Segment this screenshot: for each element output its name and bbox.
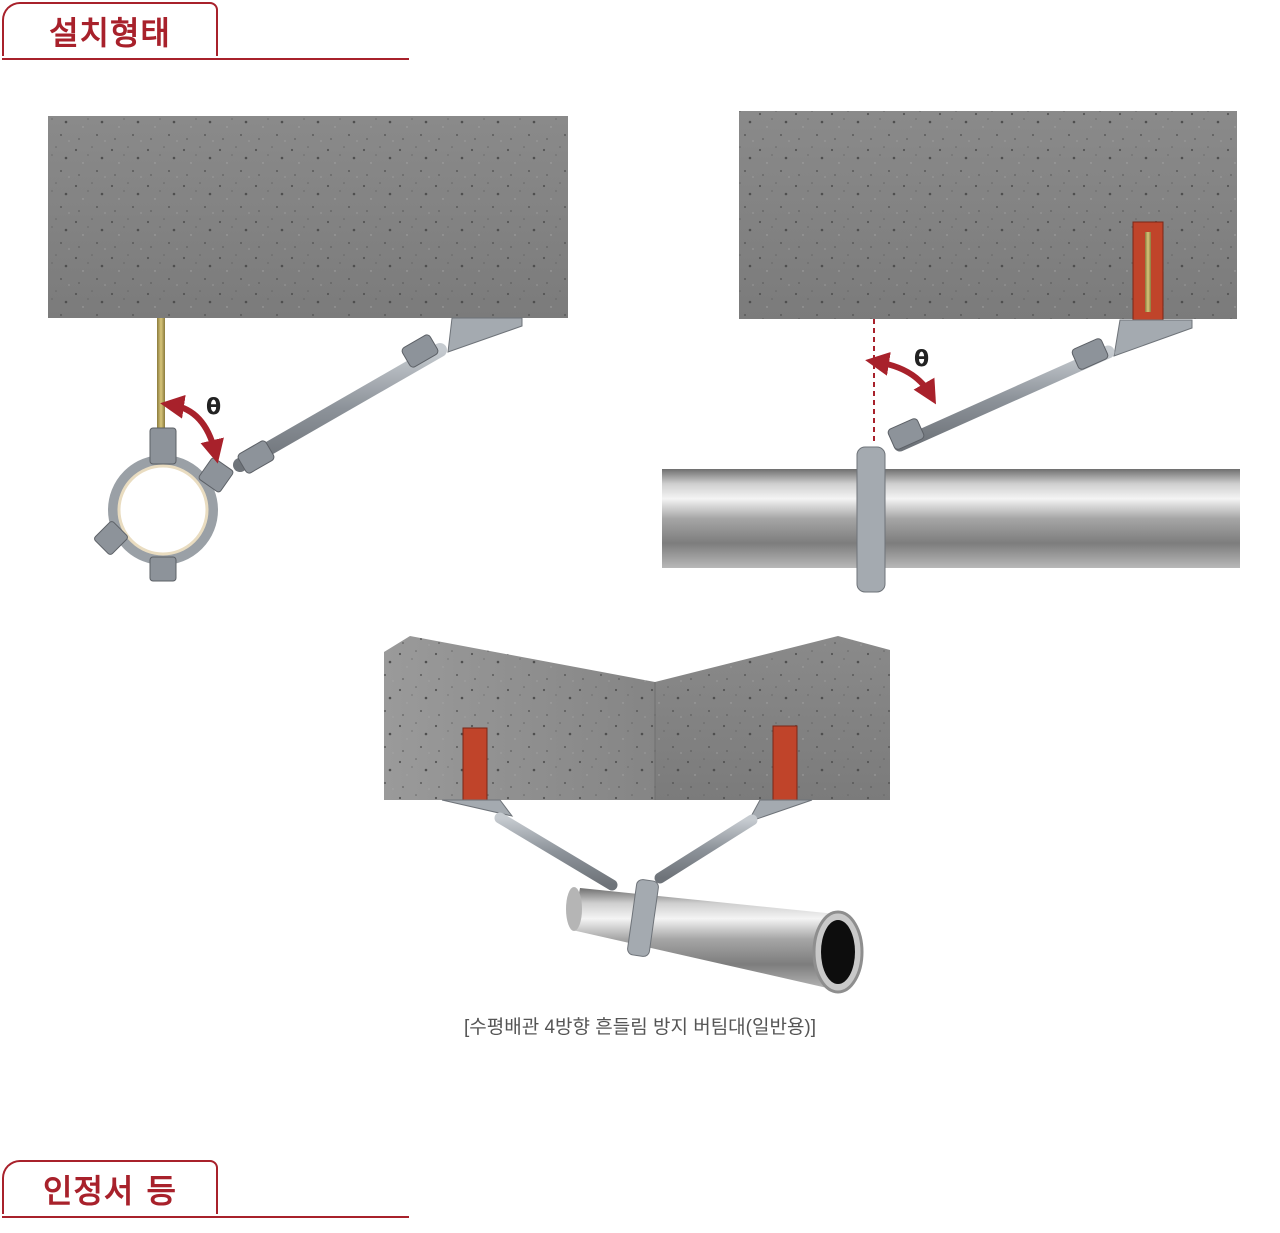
section-header-certification: 인정서 등 xyxy=(2,1160,409,1220)
brace-rod xyxy=(893,345,1115,452)
diagram-caption: [수평배관 4방향 흔들림 방지 버팀대(일반용)] xyxy=(463,1017,817,1038)
pipe-clamp-band xyxy=(627,879,659,957)
section-tab-frame xyxy=(2,2,218,56)
angle-label: θ xyxy=(914,347,929,372)
section-underline xyxy=(2,58,409,60)
brace-rod xyxy=(233,343,447,472)
diagram-four-way-brace xyxy=(384,636,890,994)
pipe-clamp-band xyxy=(856,446,886,593)
brace-rod-right xyxy=(654,814,758,884)
anchor-bolt-right xyxy=(772,725,798,801)
section-title: 설치형태 xyxy=(49,14,171,52)
section-title: 인정서 등 xyxy=(43,1172,177,1210)
horizontal-pipe xyxy=(662,469,1240,568)
angle-arrow xyxy=(160,394,224,464)
angle-label: θ xyxy=(206,395,221,420)
brace-rod-left xyxy=(494,812,618,891)
ceiling-bracket xyxy=(1113,319,1193,357)
pipe-clamp-ring xyxy=(108,455,218,565)
section-tab-frame xyxy=(2,1160,218,1214)
diagram-ring-clamp: θ xyxy=(48,116,568,582)
threaded-rod xyxy=(157,318,165,428)
angle-arrow xyxy=(865,352,937,405)
horizontal-pipe xyxy=(572,888,836,990)
section-header-installation: 설치형태 xyxy=(2,2,409,62)
anchor-bolt-left xyxy=(462,727,488,801)
ceiling-bracket xyxy=(447,317,523,353)
section-underline xyxy=(2,1216,409,1218)
diagram-longitudinal: θ xyxy=(662,111,1240,593)
